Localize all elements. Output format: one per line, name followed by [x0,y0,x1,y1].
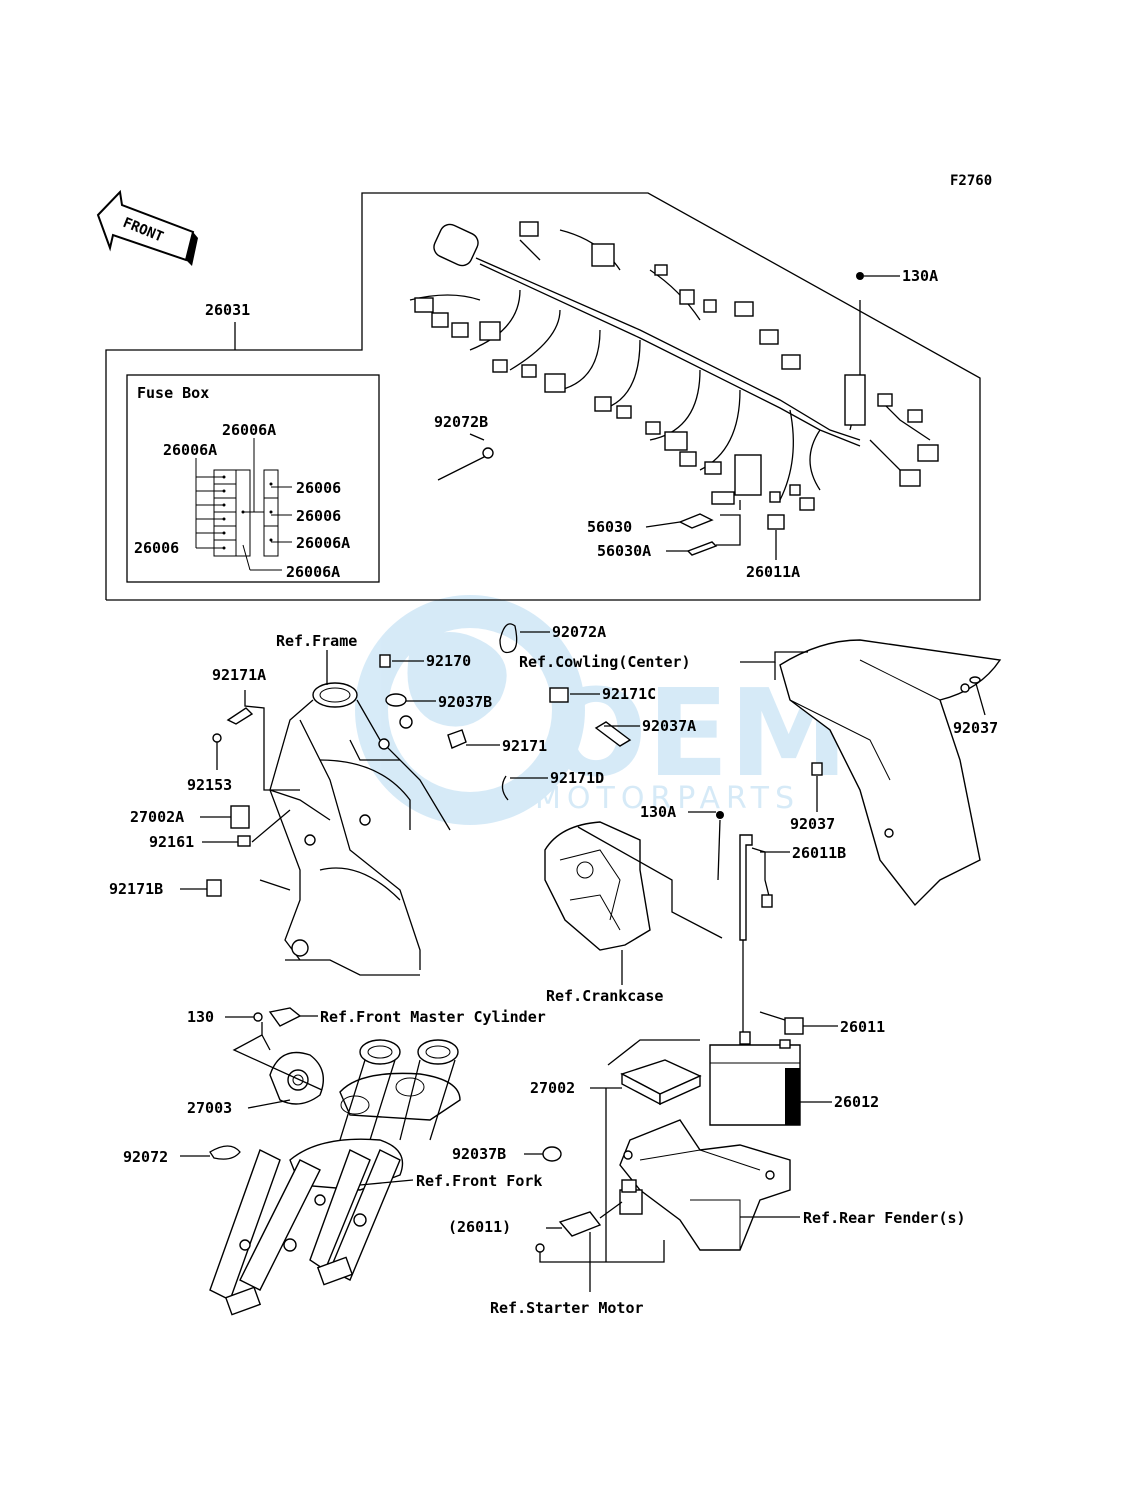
watermark: OEM MOTORPARTS [355,595,848,825]
ecu: 27002 [530,1039,702,1220]
callout-92072B: 92072B [434,413,488,431]
ref-crankcase: Ref.Crankcase [546,987,663,1005]
callout-26031: 26031 [205,301,250,319]
callout-92153: 92153 [187,776,232,794]
band-92072-icon [209,1145,241,1160]
callout-92072: 92072 [123,1148,168,1166]
callout-26011-paren: (26011) [448,1218,511,1236]
callout-92171D: 92171D [550,769,604,787]
callout-27002A: 27002A [130,808,184,826]
battery: 26012 [709,1031,879,1126]
ref-front-fork: Ref.Front Fork [416,1172,542,1190]
figure-code: F2760 [950,173,992,189]
rear-fender-tray: Ref.Rear Fender(s) [619,1119,966,1251]
callout-92171A: 92171A [212,666,266,684]
main-wiring-harness [409,221,939,556]
battery-lead-group: 130A 26011B 26011 [640,803,885,1036]
callout-92037A: 92037A [642,717,696,735]
crankcase: Ref.Crankcase [544,821,723,1005]
starter-relay: (26011) Ref.Starter Motor [448,1179,665,1317]
front-master-cylinder-ref: 130 Ref.Front Master Cylinder [187,1007,546,1091]
fuse-label-3: 26006 [296,479,341,497]
callout-92037-bottom: 92037 [790,815,835,833]
left-small-parts: 92171A 92153 27002A 92161 92171B [109,666,300,898]
callout-92171: 92171 [502,737,547,755]
middle-small-parts: 92072A 92170 92037B 92171C 92037A 92171 … [379,623,696,801]
callout-92170: 92170 [426,652,471,670]
callout-130A-top: 130A [902,267,938,285]
callout-130A-mid: 130A [640,803,676,821]
fuse-label-1: 26006A [222,421,276,439]
ref-starter-motor: Ref.Starter Motor [490,1299,644,1317]
fuse-label-4: 26006 [296,507,341,525]
fuse-label-2: 26006A [163,441,217,459]
callout-27003: 27003 [187,1099,232,1117]
callout-27002: 27002 [530,1079,575,1097]
callout-26011A: 26011A [746,563,800,581]
callout-26012: 26012 [834,1093,879,1111]
callout-92171C: 92171C [602,685,656,703]
callout-56030A: 56030A [597,542,651,560]
harness-callouts: 130A 92072B 56030 56030A 26011A [434,267,938,581]
callout-92037B-top: 92037B [438,693,492,711]
watermark-sub: MOTORPARTS [535,781,800,816]
fuse-label-7: 26006A [286,563,340,581]
fuse-label-5: 26006 [134,539,179,557]
ref-cowling: Ref.Cowling(Center) [519,653,691,671]
frame-assembly [259,682,451,976]
ref-frame: Ref.Frame [276,632,357,650]
callout-26011: 26011 [840,1018,885,1036]
callout-56030: 56030 [587,518,632,536]
fuse-box: Fuse Box 26006A 26006A 2600 [126,374,380,583]
harness-box: 26031 [105,192,981,601]
fuse-label-6: 26006A [296,534,350,552]
cowling-center: Ref.Cowling(Center) 92037 92037 [519,639,1002,907]
callout-92037-right: 92037 [953,719,998,737]
fuse-box-title: Fuse Box [137,384,209,402]
callout-92171B: 92171B [109,880,163,898]
callout-92072A: 92072A [552,623,606,641]
callout-26011B: 26011B [792,844,846,862]
front-arrow-icon: FRONT [96,189,198,266]
ref-front-master-cylinder: Ref.Front Master Cylinder [320,1008,546,1026]
callout-92037B-bottom: 92037B [452,1145,506,1163]
callout-130: 130 [187,1008,214,1026]
ref-rear-fender: Ref.Rear Fender(s) [803,1209,966,1227]
callout-92161: 92161 [149,833,194,851]
clamp-92037B-bottom-icon [542,1146,562,1162]
